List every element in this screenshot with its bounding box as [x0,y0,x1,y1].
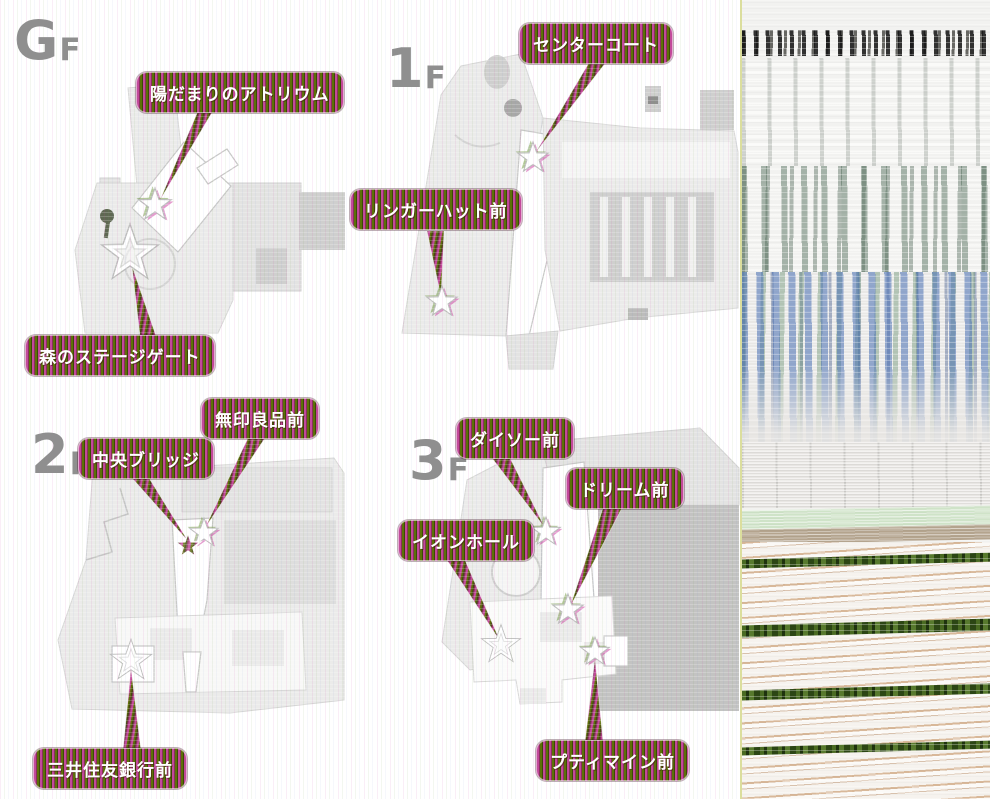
floor-mark-3f-letter: 3 [409,429,447,492]
glitch-green-stripe-2 [742,618,990,638]
label-aeon-hall: イオンホール [398,520,534,561]
floor-mark-gf-letter: G [14,9,59,72]
floor-mark-1f-suffix: F [424,60,446,96]
label-dream: ドリーム前 [566,468,684,509]
label-center-court: センターコート [519,23,673,64]
floor-mark-gf: G F [14,14,81,68]
glitch-band-dark-speckle [742,30,990,56]
corrupted-image-panel [740,0,990,799]
floor-maps-canvas: G F 1 F 2 F 3 F 陽だまりのアトリウム 森のステージゲート センタ… [0,0,740,799]
floor-mark-3f: 3 F [409,434,469,488]
floor-mark-3f-suffix: F [447,452,469,488]
floor-mark-gf-suffix: F [59,32,81,68]
glitch-band-green-dashes [742,166,990,272]
label-chuo-bridge: 中央ブリッジ [78,438,214,479]
glitch-green-stripe-1 [742,552,990,569]
map-gf [74,83,345,334]
floor-mark-2f-letter: 2 [31,423,69,486]
glitch-band-blue-dashes [742,272,990,442]
label-mori-stage-gate: 森のステージゲート [25,335,215,376]
glitch-green-stripe-3 [742,683,990,701]
glitch-band-light-scanlines [742,442,990,508]
glitch-band-tan-stripes [742,542,990,799]
label-ringer-hut: リンガーハット前 [350,189,522,230]
glitch-green-stripe-4 [742,740,990,756]
floor-mark-1f: 1 F [386,42,446,96]
label-smbc-bank: 三井住友銀行前 [33,748,187,789]
glitch-band-sparse-dashes [742,58,990,166]
tree-icon [100,209,114,239]
pointer-ringer [426,230,445,298]
label-daiso: ダイソー前 [456,418,574,459]
floor-maps-drawing [57,53,740,752]
label-petit-main: プティマイン前 [536,740,689,781]
label-pointers [122,60,623,752]
floor-mark-1f-letter: 1 [386,37,424,100]
map-2f [57,451,345,714]
label-hidamari-atrium: 陽だまりのアトリウム [136,72,344,113]
label-muji: 無印良品前 [201,398,319,439]
